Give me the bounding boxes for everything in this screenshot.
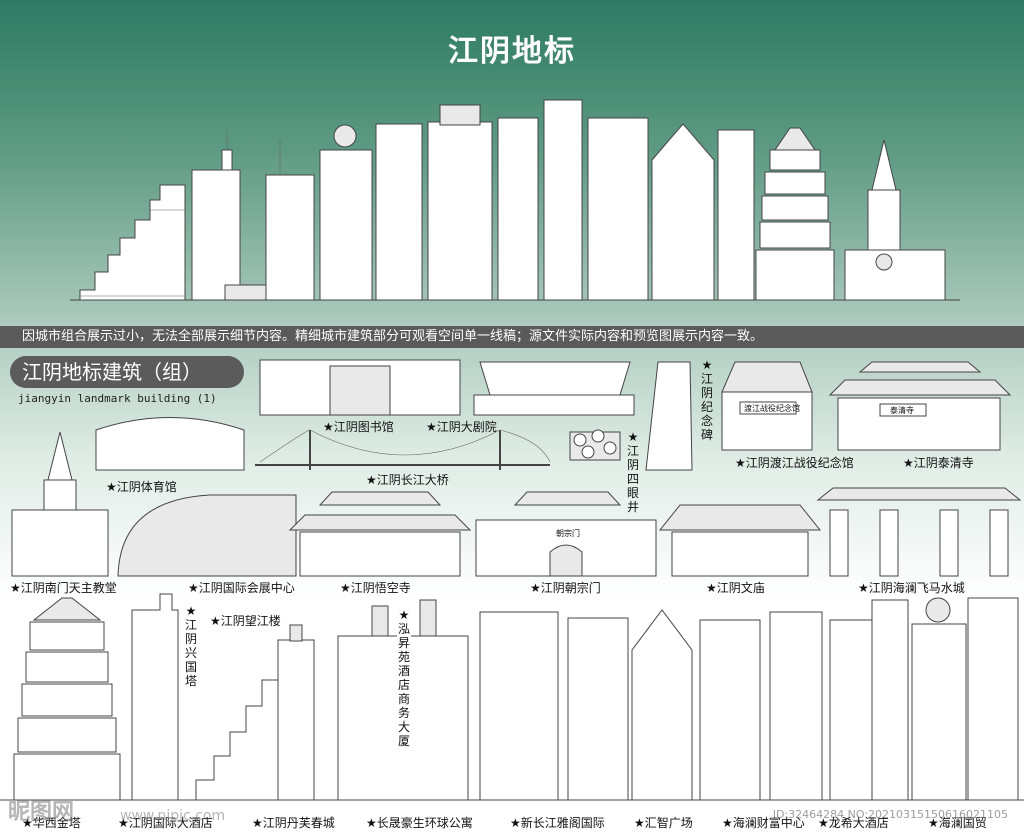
church-building <box>11 431 109 577</box>
top-skyline <box>70 99 960 301</box>
label-expo: ★江阴国际会展中心 <box>188 581 295 595</box>
label-church: ★江阴南门天主教堂 <box>10 581 117 595</box>
memorial-building <box>721 361 813 451</box>
sign-taiqing: 泰清寺 <box>890 406 914 415</box>
group-subtitle: jiangyin landmark building (1) <box>18 392 217 405</box>
notice-bar: 因城市组合展示过小，无法全部展示细节内容。精细城市建筑部分可观看空间单一线稿；源… <box>0 326 1024 348</box>
label-intl-hotel: ★江阴国际大酒店 <box>118 816 213 830</box>
changsheng-building <box>479 611 559 801</box>
library-building <box>259 359 461 416</box>
label-bridge: ★江阴长江大桥 <box>366 473 449 487</box>
group-title: 江阴地标建筑（组） <box>10 356 244 388</box>
huizhi-building <box>631 609 693 801</box>
label-gym: ★江阴体育馆 <box>106 480 177 494</box>
huaxi-tower <box>13 597 121 801</box>
label-memorial-stele: ★江阴纪念碑 <box>700 358 713 442</box>
label-wenmiao: ★江阴文庙 <box>706 581 765 595</box>
sign-memorial: 渡江战役纪念馆 <box>744 404 800 413</box>
wangjiang-tower <box>195 624 315 801</box>
hailan-trade-building <box>911 597 1019 801</box>
chaozong-gate <box>475 491 657 577</box>
stele-building <box>645 361 693 471</box>
longxi-building <box>829 599 909 801</box>
theatre-building <box>473 361 635 416</box>
label-library: ★江阴图书馆 <box>323 420 394 434</box>
four-eye-well <box>569 429 621 461</box>
gym-building <box>95 417 245 471</box>
yage-building <box>567 617 629 801</box>
label-crossing-memorial: ★江阴渡江战役纪念馆 <box>735 456 854 470</box>
label-hailan-wealth: ★海澜财富中心 <box>722 816 805 830</box>
label-changsheng: ★长晟豪生环球公寓 <box>366 816 473 830</box>
hailan-wealth-building <box>699 611 823 801</box>
label-danfu: ★江阴丹芙春城 <box>252 816 335 830</box>
label-feima: ★江阴海澜飞马水城 <box>858 581 965 595</box>
label-huizhi: ★汇智广场 <box>634 816 693 830</box>
label-xingguo: ★江阴兴国塔 <box>184 604 197 688</box>
bridge <box>255 429 551 470</box>
xingguo-pagoda <box>131 593 179 801</box>
label-four-eye-well: ★江阴四眼井 <box>626 430 639 514</box>
label-hongsheng: ★泓昇苑酒店商务大厦 <box>397 608 411 748</box>
label-theatre: ★江阴大剧院 <box>426 420 497 434</box>
feima-gate <box>816 487 1022 577</box>
watermark-logo: 昵图网 <box>8 800 75 825</box>
label-wangjiang: ★江阴望江楼 <box>210 614 281 628</box>
label-huaxi: ★华西金塔 <box>22 816 81 830</box>
label-longxi: ★龙希大酒店 <box>818 816 889 830</box>
label-chaozong: ★江阴朝宗门 <box>530 581 601 595</box>
expo-building <box>117 494 297 577</box>
watermark-id: ID:32464284 NO:20210315150616021105 <box>772 808 1008 821</box>
label-taiqing: ★江阴泰清寺 <box>903 456 974 470</box>
watermark-site: www.nipic.com <box>120 808 226 824</box>
sign-chaozong: 朝宗门 <box>556 529 580 538</box>
label-wukong: ★江阴悟空寺 <box>340 581 411 595</box>
page-title: 江阴地标 <box>448 34 576 69</box>
label-yage: ★新长江雅阁国际 <box>510 816 605 830</box>
wukong-temple <box>288 491 472 577</box>
label-hailan-trade: ★海澜国贸 <box>928 816 987 830</box>
wenmiao-building <box>658 504 822 577</box>
taiqing-temple <box>828 361 1012 451</box>
